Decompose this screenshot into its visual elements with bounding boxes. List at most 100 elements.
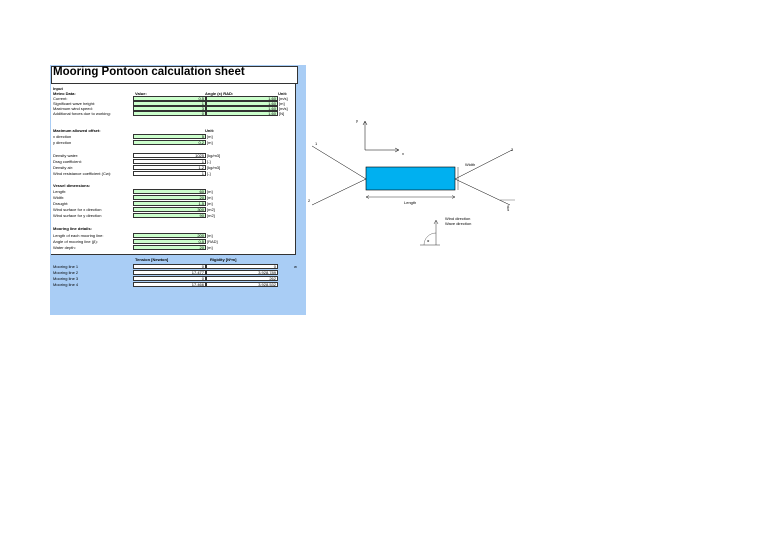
wind-surface-x-unit: [m2] [207, 207, 215, 212]
line-1-label: 1 [315, 141, 318, 146]
width-value[interactable]: 20 [133, 195, 206, 200]
width-dim-label: Width [465, 162, 475, 167]
drag-coefficient-unit: [-] [207, 159, 211, 164]
mooring-line-1-tension: 0 [133, 264, 206, 269]
value-header: Value: [135, 91, 147, 96]
wave-height-value[interactable]: 1 [133, 101, 206, 106]
current-value[interactable]: 0.5 [133, 96, 206, 101]
mooring-header: Mooring line details: [53, 226, 92, 231]
wind-surface-x-value[interactable]: 300 [133, 207, 206, 212]
x-direction-unit: [m] [207, 134, 213, 139]
mooring-line-4-rigidity: 3,928,532 [206, 282, 278, 287]
wind-surface-y-unit: [m2] [207, 213, 215, 218]
wind-resistance-label: Wind resistance coefficient (Cw): [53, 171, 112, 176]
wave-height-angle[interactable]: 1.60 [206, 101, 278, 106]
mooring-line-2-rigidity: 3,928,789 [206, 270, 278, 275]
drag-coefficient-value: 1 [133, 159, 206, 164]
wave-direction-label: Wave direction [445, 221, 471, 226]
density-air-label: Density air: [53, 165, 74, 170]
mooring-line-3 [454, 149, 513, 180]
angle-header: Angle (x) RAD: [205, 91, 234, 96]
offset-header: Maximum allowed offset: [53, 128, 101, 133]
density-water-unit: [kg/m3] [207, 153, 221, 158]
mooring-line-3-rigidity: 262 [206, 276, 278, 281]
meteo-header: Meteo Data: [53, 91, 76, 96]
mooring-line-2 [311, 178, 367, 206]
length-value[interactable]: 60 [133, 189, 206, 194]
density-water-value: 1025 [133, 153, 206, 158]
mooring-line-1-label: Mooring line 1 [53, 264, 79, 269]
y-direction-label: y direction [53, 140, 72, 145]
mooring-length-value[interactable]: 200 [133, 233, 206, 238]
mooring-angle-label: Angle of mooring line (β): [53, 239, 98, 244]
mooring-angle-unit: [RAD] [207, 239, 218, 244]
offset-unit-header: Unit: [205, 128, 215, 133]
water-depth-label: Water depth: [53, 245, 76, 250]
additional-forces-angle[interactable]: 1.60 [206, 111, 278, 116]
draught-unit: [m] [207, 201, 213, 206]
length-arrow-right [451, 195, 456, 199]
direction-arrow-head [433, 219, 439, 225]
length-unit: [m] [207, 189, 213, 194]
additional-forces-value[interactable]: 0 [133, 111, 206, 116]
wind-speed-unit: [m/s] [279, 106, 288, 111]
mooring-line-4-tension: 17,466 [133, 282, 206, 287]
x-direction-label: x direction [53, 134, 72, 139]
drag-coefficient-label: Drag coefficient: [53, 159, 82, 164]
page-title: Mooring Pontoon calculation sheet [53, 66, 245, 78]
wave-height-unit: [m] [279, 101, 285, 106]
x-axis-label: x [402, 151, 404, 156]
line-4-label: 4 [507, 207, 510, 212]
water-depth-value[interactable]: 20 [133, 245, 206, 250]
width-label: Width: [53, 195, 65, 200]
mooring-line-4-label: Mooring line 4 [53, 282, 79, 287]
mooring-line-3-tension: 0 [133, 276, 206, 281]
current-unit: [m/s] [279, 96, 288, 101]
mooring-length-unit: [m] [207, 233, 213, 238]
y-axis-arrow [362, 120, 368, 126]
density-air-unit: [kg/m3] [207, 165, 221, 170]
y-direction-unit: [m] [207, 140, 213, 145]
length-arrow-left [365, 195, 370, 199]
wind-resistance-unit: [-] [207, 171, 211, 176]
current-label: Current: [53, 96, 68, 101]
title-box [51, 66, 298, 84]
current-angle[interactable]: 1.60 [206, 96, 278, 101]
mooring-line-1 [311, 145, 367, 180]
wind-surface-y-value[interactable]: 90 [133, 213, 206, 218]
draught-value[interactable]: 1.5 [133, 201, 206, 206]
alpha-arc [423, 232, 437, 246]
wind-resistance-value: 1 [133, 171, 206, 176]
wind-speed-value[interactable]: 3 [133, 106, 206, 111]
wind-direction-label: Wind direction [445, 216, 470, 221]
y-direction-value[interactable]: 0.2 [133, 140, 206, 145]
mooring-length-label: Length of each mooring line: [53, 233, 104, 238]
mooring-angle-value[interactable]: 0.5 [133, 239, 206, 244]
mooring-line-1-rigidity: 0 [206, 264, 278, 269]
mooring-line-2-label: Mooring line 2 [53, 270, 79, 275]
mooring-line-4 [454, 178, 511, 206]
pontoon-rect [365, 166, 456, 191]
wind-surface-x-label: Wind surface for x direction [53, 207, 102, 212]
input-label: Input [53, 86, 63, 91]
mooring-line-2-tension: 17,477 [133, 270, 206, 275]
wind-surface-y-label: Wind surface for y direction [53, 213, 102, 218]
mooring-diagram: y x 1 2 3 4 Width Length β α Wind direct… [308, 118, 515, 246]
x-direction-value[interactable]: 5 [133, 134, 206, 139]
wind-speed-angle[interactable]: 1.60 [206, 106, 278, 111]
water-depth-unit: [m] [207, 245, 213, 250]
alpha-label: α [427, 238, 430, 243]
wind-speed-label: Maximum wind speed: [53, 106, 93, 111]
width-unit: [m] [207, 195, 213, 200]
draught-label: Draught: [53, 201, 69, 206]
line-3-label: 3 [511, 147, 514, 152]
rigidity-header: Rigidity [N*m] [210, 257, 237, 262]
wave-height-label: Significant wave height: [53, 101, 96, 106]
vessel-header: Vessel dimensions: [53, 183, 91, 188]
mooring-line-3-label: Mooring line 3 [53, 276, 79, 281]
w-label: w [294, 264, 297, 269]
beta-label: β [507, 204, 510, 209]
density-water-label: Density water: [53, 153, 79, 158]
unit-header: Unit: [278, 91, 288, 96]
additional-forces-unit: [N] [279, 111, 285, 116]
